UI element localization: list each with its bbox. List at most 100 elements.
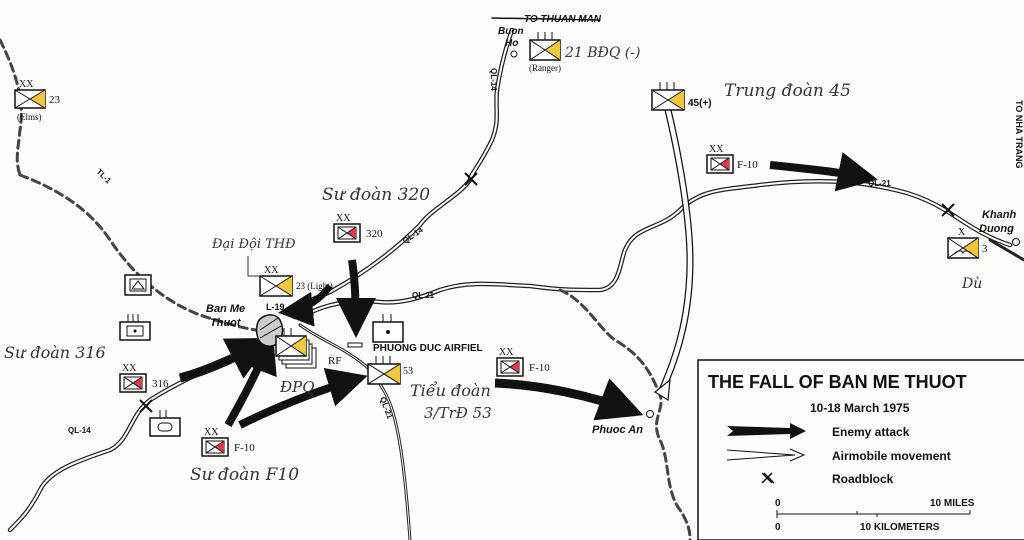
attack-arrow-320-b [335, 259, 376, 338]
phuoc-an-marker [646, 410, 654, 418]
unit-ranger-21: (Ranger) [529, 32, 561, 73]
annotation-bn3-2: 3/TrĐ 53 [424, 404, 492, 422]
label-khanh-duong-2: Duong [979, 223, 1014, 235]
unit-f10-ne: XX F-10 [706, 144, 758, 174]
unit-hq-symbol [124, 274, 152, 296]
label-tl1: TL-1 [95, 167, 114, 186]
roadblock-x [464, 172, 478, 186]
legend-roadblock: Roadblock [832, 472, 894, 486]
annotation-ranger: 21 BĐQ (-) [564, 45, 640, 61]
unit-rf: RF [275, 328, 341, 369]
road-tl1-north [0, 38, 23, 177]
scale-bar [776, 510, 971, 518]
roadblock-x [941, 203, 955, 217]
unit-note: (Elms) [17, 112, 42, 122]
roadblock-x [139, 399, 153, 413]
scale-km-end: 10 KILOMETERS [860, 522, 940, 533]
unit-number: 316 [152, 378, 169, 390]
svg-text:XX: XX [122, 363, 137, 374]
label-ql21-south: QL-21 [378, 396, 394, 421]
annotation-du: Dù [961, 276, 982, 292]
unit-number: F-10 [234, 442, 255, 454]
unit-f10-sw: XX F-10 [201, 427, 255, 457]
scale-km-start: 0 [775, 522, 781, 533]
unit-320: XX 320 [333, 213, 383, 243]
road-thuan-man [491, 17, 601, 21]
unit-23-elms: XX 23 (Elms) [14, 79, 61, 122]
unit-battalion-symbol [119, 314, 151, 341]
svg-text:XX: XX [336, 213, 351, 224]
unit-number: 23 [49, 94, 61, 106]
unit-number: RF [328, 355, 341, 367]
unit-3-airborne: X 3 [947, 227, 988, 259]
annotation-bn3: Tiểu đoàn [410, 381, 491, 400]
annotation-div320: Sư đoàn 320 [322, 185, 430, 205]
unit-23-light: XX 23 (Light) [259, 265, 333, 297]
svg-text:X: X [958, 227, 966, 238]
airmobile-arrow-icon [726, 448, 806, 462]
label-buon-ho-2: Ho [505, 38, 518, 49]
roadblock-icon [761, 472, 775, 484]
annotation-f10: Sư đoàn F10 [190, 465, 299, 485]
annotation-thd-pointer [247, 256, 260, 277]
label-ql21-east: QL-21 [868, 179, 891, 188]
legend-enemy-attack: Enemy attack [832, 425, 910, 439]
unit-number: 23 (Light) [296, 281, 333, 291]
label-ban-me-thuot-2: Thuot [210, 317, 242, 329]
label-ql14-north: QL-14 [489, 68, 498, 91]
label-ban-me-thuot: Ban Me [206, 303, 245, 315]
buon-ho-marker [510, 50, 518, 58]
airfield-runway-icon [347, 342, 363, 348]
road-ql21-south [298, 323, 412, 540]
annotation-thd: Đại Đội THĐ [211, 237, 296, 252]
attack-arrow-f10-sw-b [238, 368, 368, 429]
unit-number: 3 [982, 243, 988, 255]
svg-text:XX: XX [19, 79, 34, 90]
unit-number: 320 [366, 228, 383, 240]
label-phuong-duc-airfield: PHUONG DUC AIRFIEL [373, 343, 483, 354]
airmobile-route [653, 109, 694, 402]
road-ql14-north [287, 27, 515, 313]
attack-arrow-f10-ne [769, 152, 878, 192]
unit-armor-symbol [149, 410, 181, 437]
scale-miles-start: 0 [775, 498, 781, 509]
label-phuoc-an: Phuoc An [592, 424, 643, 436]
svg-text:XX: XX [499, 347, 514, 358]
unit-f10-center: XX F-10 [496, 347, 550, 377]
unit-53: 53 [367, 356, 413, 385]
label-ql21-center: QL 21 [412, 291, 435, 300]
label-l19: L-19 [266, 302, 285, 312]
label-to-nha-trang: TO NHA TRANG [1014, 100, 1024, 169]
road-khanh-duong-east [988, 238, 1024, 262]
annotation-reg45: Trung đoàn 45 [724, 81, 851, 101]
airfield-unit [372, 314, 404, 343]
label-buon-ho: Buon [498, 26, 524, 37]
khanh-duong-marker [1012, 238, 1020, 246]
label-ql14-center: QL-14 [401, 225, 425, 246]
unit-number: F-10 [529, 362, 550, 374]
map-subtitle: 10-18 March 1975 [810, 401, 910, 415]
unit-45: 45(+) [651, 82, 712, 111]
annotation-div316: Sư đoàn 316 [4, 343, 106, 362]
map-title: THE FALL OF BAN ME THUOT [708, 372, 967, 392]
label-to-thuan-man: TO THUAN MAN [524, 14, 602, 25]
unit-note: (Ranger) [529, 63, 561, 73]
attack-arrow-320-a [278, 283, 333, 327]
enemy-attacks [178, 152, 878, 429]
label-khanh-duong: Khanh [982, 209, 1017, 221]
scale-miles-end: 10 MILES [930, 498, 975, 509]
attack-arrow-f10-sw-a [224, 332, 277, 427]
legend: THE FALL OF BAN ME THUOT 10-18 March 197… [697, 359, 1024, 540]
unit-number: F-10 [737, 159, 758, 171]
legend-airmobile: Airmobile movement [832, 449, 951, 463]
enemy-attack-arrow-icon [727, 423, 806, 439]
unit-number: 53 [403, 366, 413, 377]
svg-text:XX: XX [204, 427, 219, 438]
road-ql21 [297, 179, 1013, 321]
roadblocks [139, 172, 955, 413]
svg-text:XX: XX [709, 144, 724, 155]
unit-number: 45(+) [688, 98, 712, 109]
svg-text:XX: XX [264, 265, 279, 276]
